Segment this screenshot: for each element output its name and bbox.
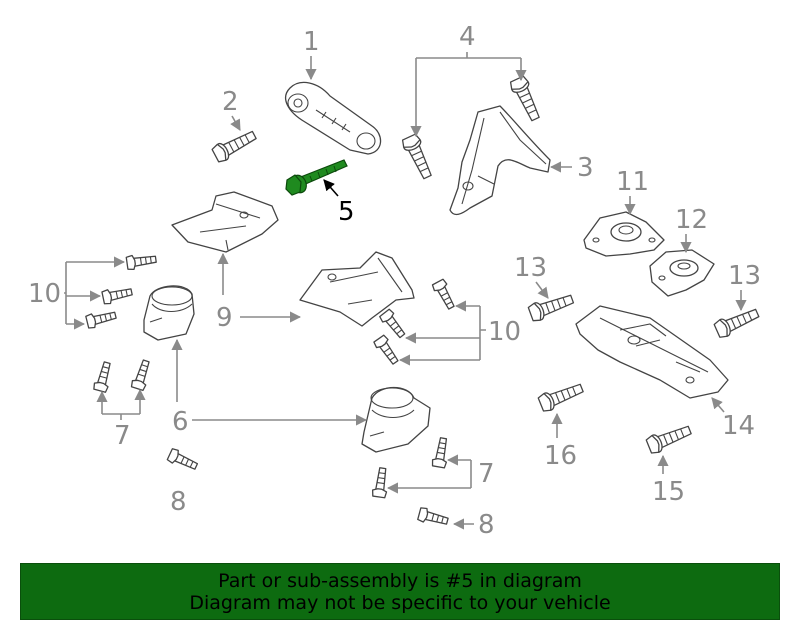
bolt-part-10-left-c bbox=[84, 307, 118, 330]
bracket-part-9-lower bbox=[299, 251, 415, 327]
callout-16: 16 bbox=[544, 412, 577, 471]
callout-4-label: 4 bbox=[459, 22, 476, 52]
callout-13-left: 13 bbox=[514, 253, 549, 299]
bolt-part-5-highlighted bbox=[285, 159, 348, 196]
callout-9-label: 9 bbox=[216, 303, 233, 333]
callout-6: 6 bbox=[171, 338, 368, 437]
bolt-part-13-left bbox=[526, 289, 576, 324]
callout-11-label: 11 bbox=[616, 167, 649, 197]
callout-15-label: 15 bbox=[652, 477, 685, 507]
callout-12-label: 12 bbox=[675, 205, 708, 235]
callout-13-right: 13 bbox=[728, 261, 761, 312]
engine-mount-part-6-left bbox=[143, 285, 195, 341]
callout-8-left: 8 bbox=[170, 487, 187, 517]
bolt-part-10-right-c bbox=[372, 333, 402, 368]
callout-10-right-label: 10 bbox=[488, 317, 521, 347]
bolt-part-10-left-a bbox=[125, 251, 158, 271]
callout-16-label: 16 bbox=[544, 441, 577, 471]
bolt-part-13-right bbox=[712, 304, 762, 340]
callout-5: 5 bbox=[323, 179, 355, 227]
crossmember-part-14 bbox=[575, 305, 729, 399]
banner-line-2: Diagram may not be specific to your vehi… bbox=[189, 591, 611, 614]
callout-13-left-label: 13 bbox=[514, 253, 547, 283]
bolt-part-7-right-b bbox=[371, 466, 391, 499]
callout-7-right-label: 7 bbox=[478, 459, 495, 489]
bracket-part-9-upper bbox=[171, 191, 279, 253]
bolt-part-8-right bbox=[416, 506, 450, 529]
bolt-part-8-left bbox=[166, 447, 200, 474]
bolt-part-4-b bbox=[508, 74, 545, 124]
callout-1-label: 1 bbox=[303, 27, 320, 57]
bolt-part-15 bbox=[644, 421, 694, 456]
part-info-banner: Part or sub-assembly is #5 in diagram Di… bbox=[20, 563, 780, 620]
callout-2-label: 2 bbox=[222, 87, 239, 117]
bolt-part-16 bbox=[536, 379, 586, 414]
bolt-part-4-a bbox=[400, 132, 437, 182]
callout-3: 3 bbox=[549, 153, 594, 183]
callout-8-left-label: 8 bbox=[170, 487, 187, 517]
callout-10-right: 10 bbox=[398, 300, 521, 366]
callout-7-left-label: 7 bbox=[114, 421, 131, 451]
callout-8-right: 8 bbox=[452, 510, 495, 540]
bracket-part-3 bbox=[449, 105, 551, 216]
callout-7-left: 7 bbox=[96, 388, 146, 451]
callout-11: 11 bbox=[616, 167, 649, 216]
mount-part-11 bbox=[583, 211, 665, 257]
callout-15: 15 bbox=[652, 454, 685, 507]
callout-10-left-label: 10 bbox=[28, 279, 61, 309]
bolt-part-7-right-a bbox=[430, 436, 452, 469]
bolt-part-10-left-b bbox=[101, 284, 134, 306]
callout-4: 4 bbox=[410, 22, 527, 138]
parts-diagram: 1 2 5 4 3 bbox=[28, 22, 762, 540]
callout-13-right-label: 13 bbox=[728, 261, 761, 291]
bolt-part-7-left-b bbox=[129, 358, 154, 392]
callout-8-right-label: 8 bbox=[478, 510, 495, 540]
callout-9: 9 bbox=[216, 252, 302, 333]
callout-2: 2 bbox=[222, 87, 241, 131]
engine-mount-part-6-right bbox=[361, 386, 431, 453]
callout-1: 1 bbox=[303, 27, 320, 81]
callout-14: 14 bbox=[711, 397, 755, 441]
torque-rod-part-1 bbox=[285, 81, 382, 155]
callout-7-right: 7 bbox=[386, 454, 495, 494]
bolt-part-7-left-a bbox=[92, 360, 115, 394]
bolt-part-2 bbox=[210, 126, 260, 165]
callout-3-label: 3 bbox=[577, 153, 594, 183]
callout-6-label: 6 bbox=[172, 407, 189, 437]
callout-5-label: 5 bbox=[338, 197, 355, 227]
bolt-part-10-right-a bbox=[430, 278, 459, 312]
callout-10-left: 10 bbox=[28, 256, 126, 330]
mount-part-12 bbox=[649, 249, 715, 297]
callout-14-label: 14 bbox=[722, 411, 755, 441]
callout-12: 12 bbox=[675, 205, 708, 254]
banner-line-1: Part or sub-assembly is #5 in diagram bbox=[218, 569, 582, 592]
